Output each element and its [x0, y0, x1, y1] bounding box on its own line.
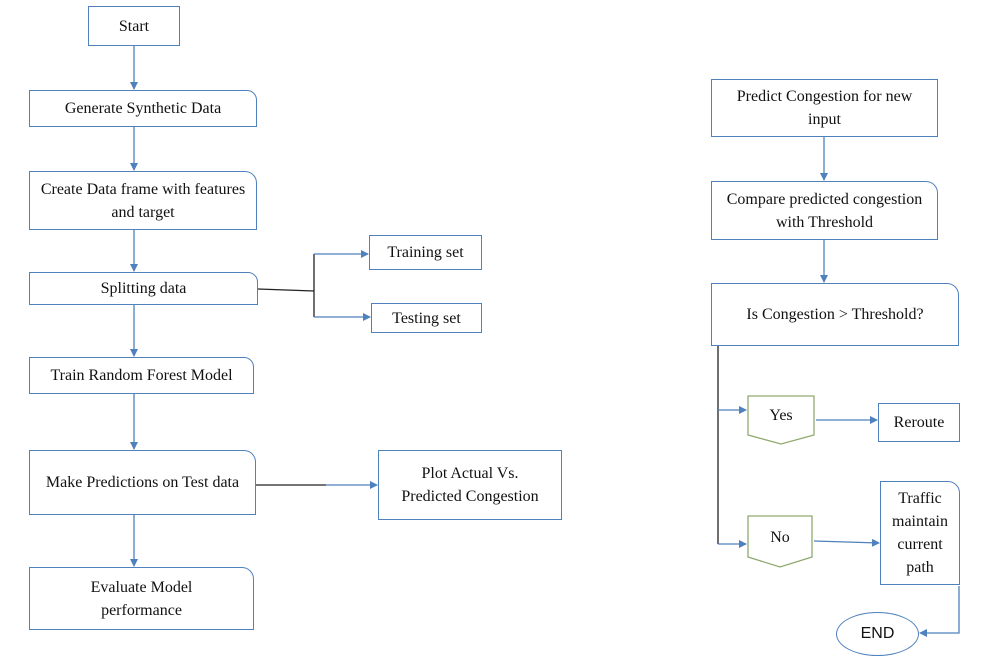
create-dataframe-node: Create Data frame with features and targ…	[29, 171, 257, 230]
testing-set-node: Testing set	[371, 303, 482, 333]
training-set-node: Training set	[369, 235, 482, 270]
predict-test-node: Make Predictions on Test data	[29, 450, 256, 515]
reroute-node: Reroute	[878, 403, 960, 442]
start-node: Start	[88, 6, 180, 46]
decision-node: Is Congestion > Threshold?	[711, 283, 959, 346]
predict-new-node: Predict Congestion for new input	[711, 79, 938, 137]
yes-branch: Yes	[747, 395, 815, 445]
splitting-data-node: Splitting data	[29, 272, 258, 305]
arrow-maintain-to-end	[919, 586, 960, 637]
no-label: No	[770, 528, 790, 546]
no-pentagon-shape	[747, 515, 813, 568]
yes-pentagon-shape	[747, 395, 815, 445]
compare-node: Compare predicted congestion with Thresh…	[711, 181, 938, 240]
yes-label: Yes	[769, 407, 793, 424]
maintain-path-node: Traffic maintain current path	[880, 481, 960, 585]
generate-data-node: Generate Synthetic Data	[29, 90, 257, 127]
end-node: END	[836, 612, 919, 656]
connector-split-branch	[257, 254, 315, 317]
train-rf-node: Train Random Forest Model	[29, 357, 254, 394]
no-branch: No	[747, 515, 813, 568]
plot-node: Plot Actual Vs. Predicted Congestion	[378, 450, 562, 520]
arrow-no-to-maintain	[813, 538, 880, 547]
evaluate-node: Evaluate Model performance	[29, 567, 254, 630]
